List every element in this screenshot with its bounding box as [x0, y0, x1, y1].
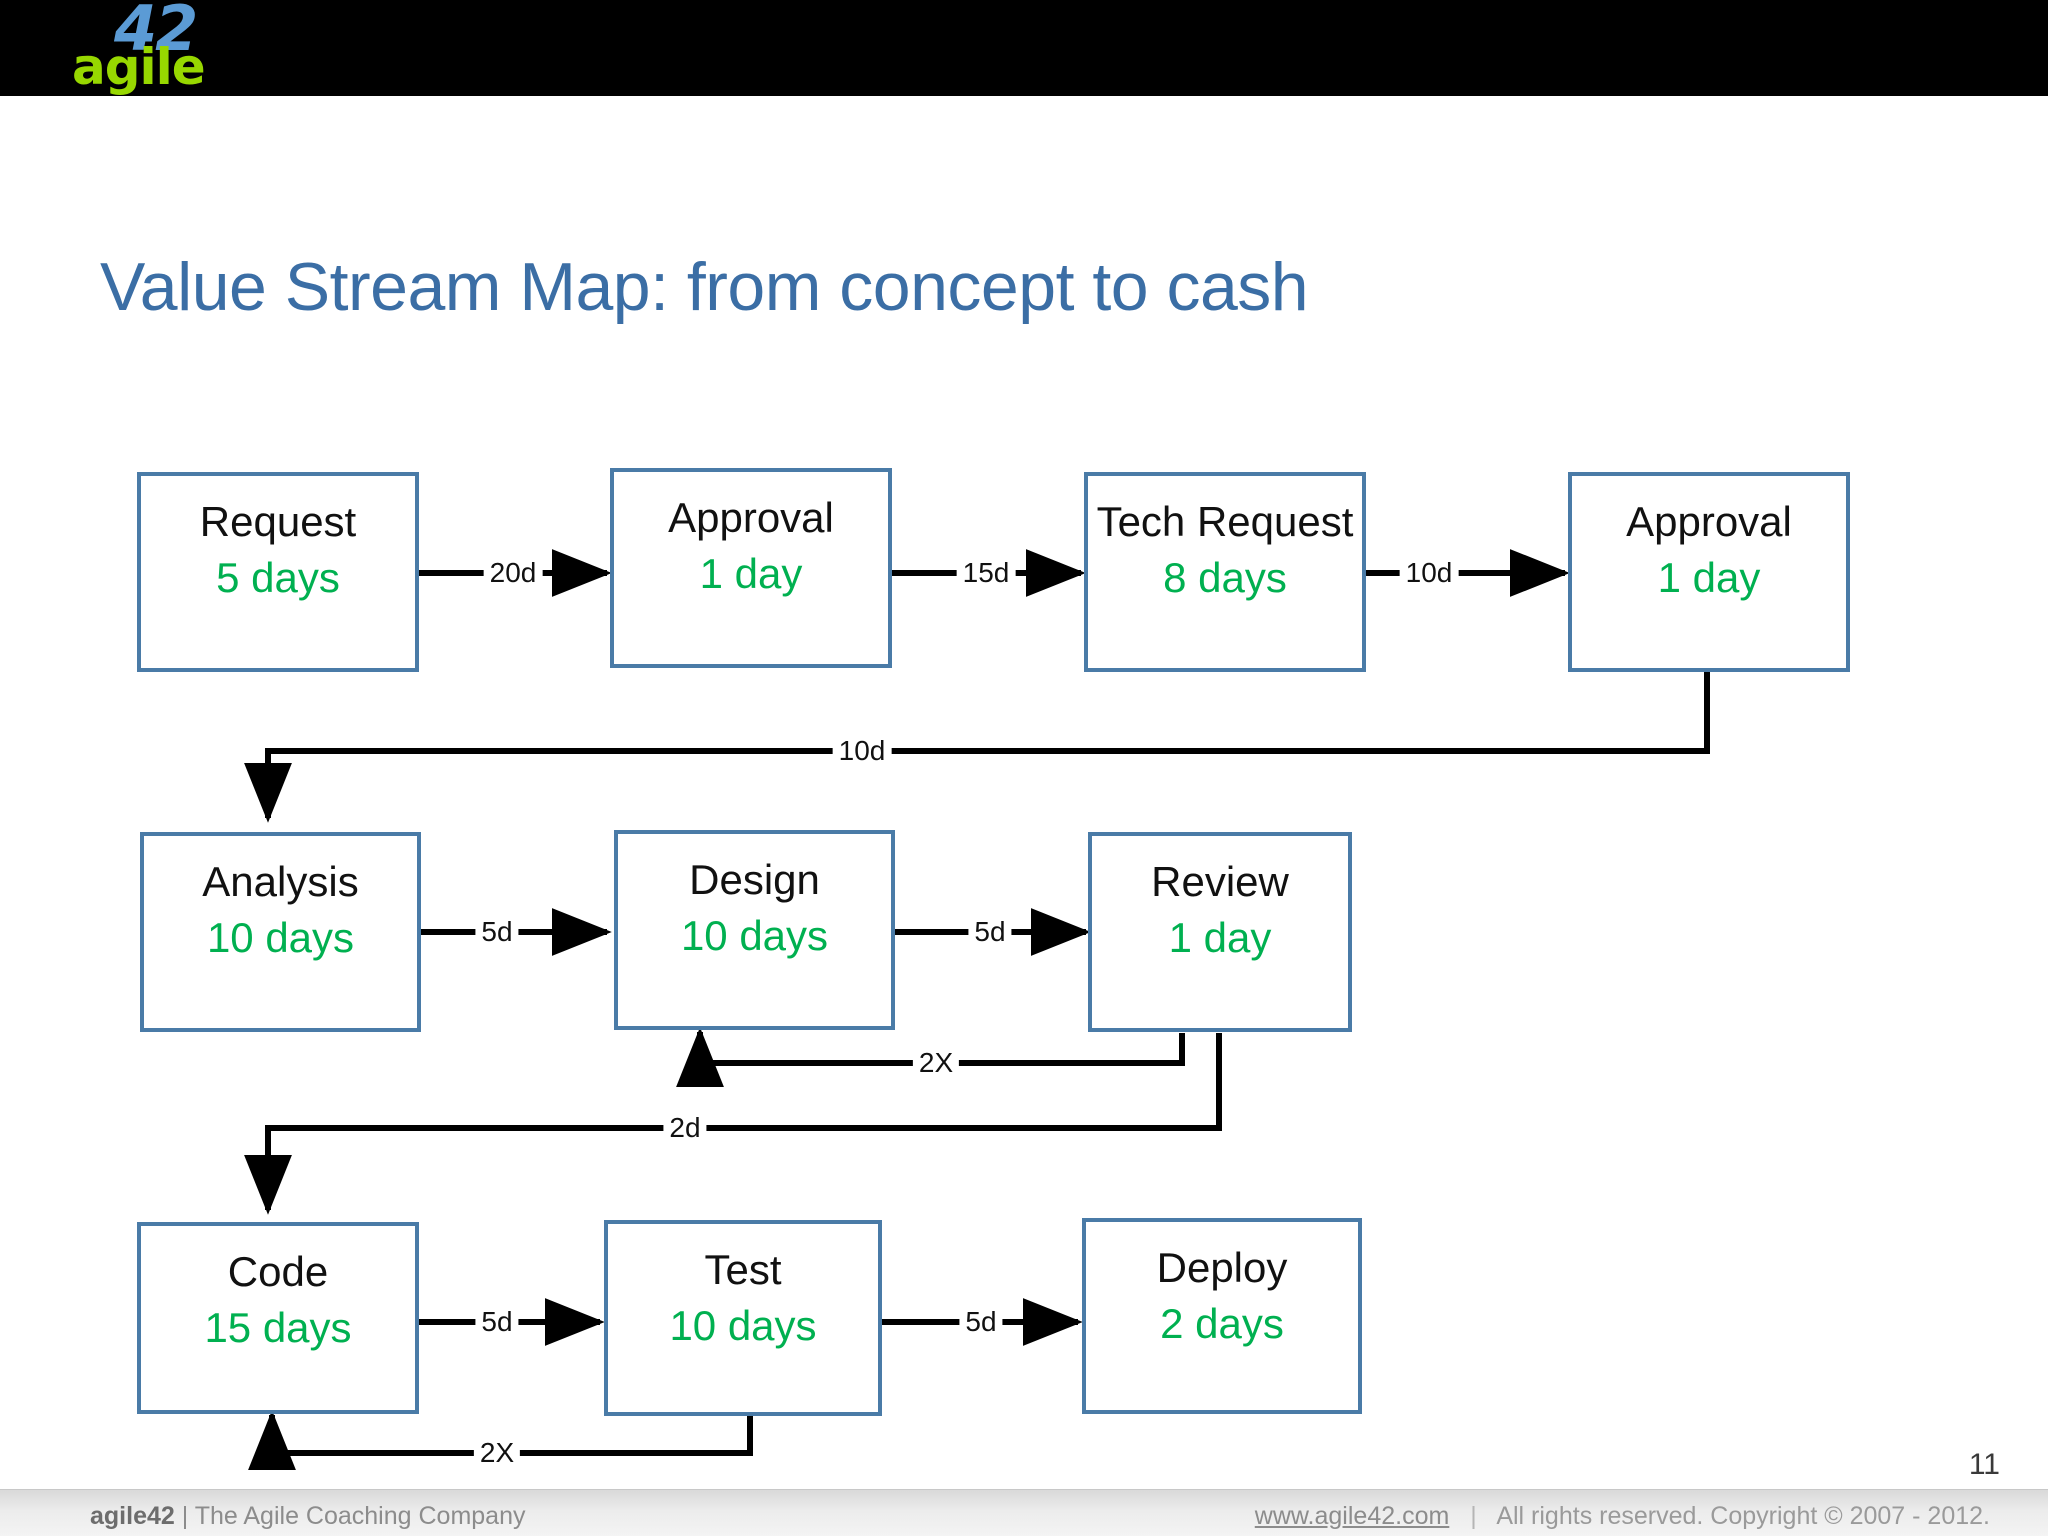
footer-separator-2: | — [1470, 1502, 1477, 1530]
process-duration: 15 days — [204, 1304, 352, 1351]
process-duration: 10 days — [669, 1302, 817, 1349]
process-label: Review — [1151, 858, 1289, 905]
footer-bar: agile42 | The Agile Coaching Company www… — [0, 1489, 2048, 1536]
process-label: Request — [199, 498, 357, 545]
edge-label-5d-design: 5d — [968, 916, 1012, 948]
edge-label-2x-test: 2X — [473, 1437, 521, 1469]
process-box-approval-2[interactable]: Approval 1 day — [1568, 472, 1850, 672]
edge-review-code — [244, 1033, 1222, 1215]
process-duration: 10 days — [206, 914, 355, 961]
process-label: Test — [704, 1246, 782, 1293]
edge-label-2d: 2d — [663, 1112, 707, 1144]
process-box-design[interactable]: Design 10 days — [614, 830, 895, 1030]
edge-label-2x-review: 2X — [912, 1047, 960, 1079]
logo-42-text: 42 — [114, 0, 198, 65]
footer-legal-block: www.agile42.com | All rights reserved. C… — [1255, 1502, 1990, 1531]
edge-label-20d: 20d — [483, 557, 543, 589]
process-duration: 1 day — [1168, 914, 1272, 961]
process-label: Approval — [668, 494, 834, 541]
process-label: Deploy — [1156, 1244, 1288, 1291]
process-duration: 1 day — [1657, 554, 1761, 601]
footer-separator: | — [181, 1502, 189, 1530]
process-box-request[interactable]: Request 5 days — [137, 472, 419, 672]
footer-brand: agile42 — [90, 1502, 175, 1530]
process-box-deploy[interactable]: Deploy 2 days — [1082, 1218, 1362, 1414]
process-label: Design — [689, 856, 820, 903]
process-box-analysis[interactable]: Analysis 10 days — [140, 832, 421, 1032]
edge-label-5d-code: 5d — [475, 1306, 519, 1338]
edge-approval2-analysis — [244, 672, 1710, 823]
edge-label-5d-analysis: 5d — [475, 916, 519, 948]
process-box-tech-request[interactable]: Tech Request 8 days — [1084, 472, 1366, 672]
process-label: Tech Request — [1096, 498, 1354, 545]
process-duration: 5 days — [216, 554, 340, 601]
process-box-review[interactable]: Review 1 day — [1088, 832, 1352, 1032]
process-label: Code — [227, 1248, 329, 1295]
process-box-approval-1[interactable]: Approval 1 day — [610, 468, 892, 668]
process-label: Approval — [1626, 498, 1792, 545]
footer-tagline: The Agile Coaching Company — [194, 1502, 526, 1530]
process-duration: 10 days — [680, 912, 829, 959]
process-duration: 2 days — [1160, 1300, 1284, 1347]
process-box-code[interactable]: Code 15 days — [137, 1222, 419, 1414]
page-title: Value Stream Map: from concept to cash — [100, 249, 1309, 325]
header-bar: 42 agile — [0, 0, 2048, 96]
logo-agile-text: agile — [72, 38, 206, 96]
page-number: 11 — [1968, 1448, 2000, 1481]
process-duration: 1 day — [699, 550, 803, 597]
edge-label-10d-approval: 10d — [832, 735, 892, 767]
footer-copyright: All rights reserved. Copyright © 2007 - … — [1496, 1502, 1990, 1530]
footer-website-link[interactable]: www.agile42.com — [1254, 1502, 1450, 1530]
footer-brand-block: agile42 | The Agile Coaching Company — [90, 1502, 525, 1531]
process-box-test[interactable]: Test 10 days — [604, 1220, 882, 1416]
edge-label-10d-tech: 10d — [1399, 557, 1459, 589]
process-label: Analysis — [202, 858, 359, 905]
agile42-logo: 42 agile — [72, 0, 252, 98]
edge-label-15d: 15d — [956, 557, 1016, 589]
edge-label-5d-test: 5d — [959, 1306, 1003, 1338]
process-duration: 8 days — [1163, 554, 1287, 601]
